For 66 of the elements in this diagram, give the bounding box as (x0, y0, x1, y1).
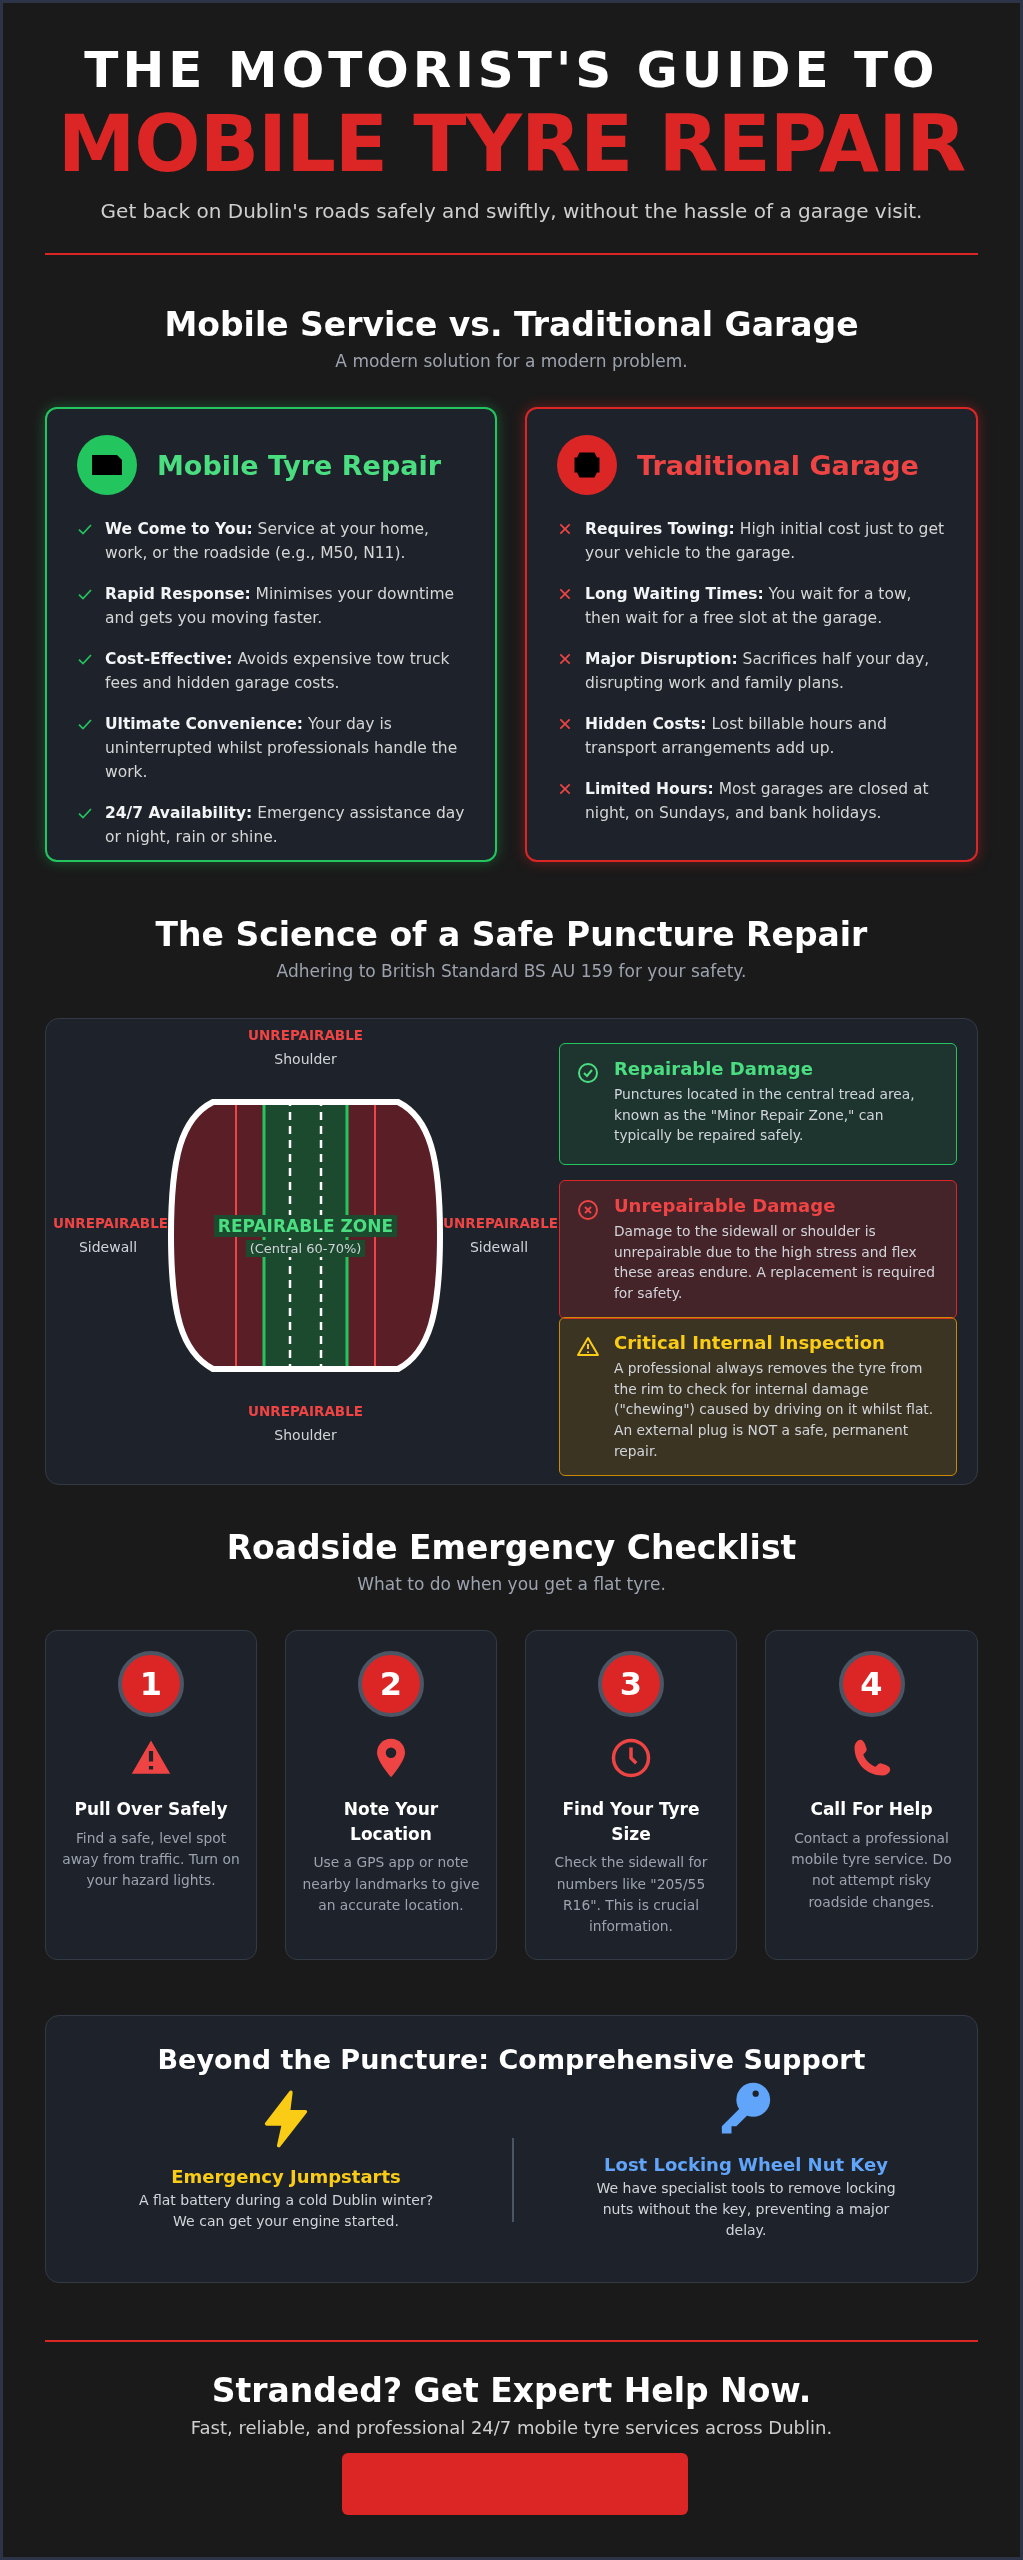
step-card (765, 1630, 978, 1960)
info-heading: Critical Internal Inspection (614, 1332, 886, 1353)
step-number: 2 (358, 1651, 424, 1717)
service-description: We have specialist tools to remove locking nuts without the key, preventing a major delay. (596, 2179, 896, 2240)
zone-warning-label: UNREPAIRABLE (443, 1215, 555, 1231)
feature-text: Long Waiting Times: You wait for a tow, then wait for a free slot at the garage. (585, 584, 913, 630)
comparison-card (525, 407, 978, 862)
cta-heading: Stranded? Get Expert Help Now. (210, 2371, 813, 2410)
feature-text: Rapid Response: Minimises your downtime and gets you moving faster. (105, 584, 456, 630)
service-description: A flat battery during a cold Dublin winter? We can get your engine started. (137, 2191, 435, 2231)
card-heading: Traditional Garage (637, 449, 919, 481)
panel-heading: Beyond the Puncture: Comprehensive Support (156, 2044, 867, 2075)
info-text: Damage to the sidewall or shoulder is unrepairable due to the high stress and flex these areas endure. A replacement is required for safety. (614, 1222, 936, 1304)
step-card (45, 1630, 257, 1960)
cta-button (342, 2453, 688, 2515)
zone-name: Shoulder (273, 1051, 338, 1067)
zone-warning-label: UNREPAIRABLE (247, 1027, 364, 1043)
zone-name: Sidewall (468, 1239, 530, 1255)
step-description: Find a safe, level spot away from traffic. Turn on your hazard lights. (62, 1828, 240, 1891)
step-title: Note Your Location (342, 1798, 440, 1846)
feature-text: Requires Towing: High initial cost just to get your vehicle to the garage. (585, 519, 946, 564)
cta-subtitle: Fast, reliable, and professional 24/7 mobile tyre services across Dublin. (189, 2417, 834, 2438)
section-heading: Roadside Emergency Checklist (225, 1528, 798, 1567)
step-card (285, 1630, 497, 1960)
step-description: Use a GPS app or note nearby landmarks to give an accurate location. (302, 1853, 480, 1916)
feature-text: Major Disruption: Sacrifices half your day, disrupting work and family plans. (585, 649, 931, 695)
service-title: Lost Locking Wheel Nut Key (604, 2154, 888, 2175)
step-description: Check the sidewall for numbers like "205/55 R16". This is crucial information. (553, 1853, 709, 1937)
info-box (559, 1317, 957, 1477)
step-card (525, 1630, 737, 1960)
card-heading: Mobile Tyre Repair (157, 449, 442, 481)
step-title: Find Your Tyre Size (561, 1798, 701, 1846)
step-description: Contact a professional mobile tyre service. Do not attempt risky roadside changes. (790, 1828, 953, 1912)
feature-text: We Come to You: Service at your home, work, or the roadside (e.g., M50, N11). (105, 519, 430, 564)
step-number: 1 (118, 1651, 184, 1717)
section-subtitle: A modern solution for a modern problem. (334, 351, 689, 371)
feature-text: Hidden Costs: Lost billable hours and transport arrangements add up. (585, 714, 888, 760)
feature-text: 24/7 Availability: Emergency assistance day or night, rain or shine. (105, 803, 465, 849)
info-heading: Repairable Damage (614, 1058, 814, 1079)
feature-text: Cost-Effective: Avoids expensive tow truck fees and hidden garage costs. (105, 649, 451, 695)
zone-name: Sidewall (77, 1239, 139, 1255)
section-subtitle: Adhering to British Standard BS AU 159 for your safety. (275, 961, 748, 981)
main-title: THE MOTORIST'S GUIDE TO (83, 41, 940, 99)
section-heading: Mobile Service vs. Traditional Garage (163, 305, 860, 344)
main-title-highlight: MOBILE TYRE REPAIR (56, 99, 967, 189)
support-panel (45, 2015, 978, 2283)
info-heading: Unrepairable Damage (614, 1195, 837, 1216)
info-text: A professional always removes the tyre from the rim to check for internal damage ("chewing") caused by driving on it whilst flat. An external plug is NOT a safe, permanent repair. (614, 1359, 935, 1461)
section-heading: The Science of a Safe Puncture Repair (154, 915, 869, 954)
subtitle: Get back on Dublin's roads safely and swiftly, without the hassle of a garage visit. (99, 199, 924, 223)
zone-warning-label: UNREPAIRABLE (247, 1403, 364, 1419)
info-text: Punctures located in the central tread area, known as the "Minor Repair Zone," can typically be repaired safely. (614, 1085, 916, 1146)
feature-text: Limited Hours: Most garages are closed at night, on Sundays, and bank holidays. (585, 779, 930, 825)
zone-label: REPAIRABLE ZONE (213, 1214, 398, 1237)
comparison-card (45, 407, 497, 862)
step-number: 3 (598, 1651, 664, 1717)
info-box (559, 1180, 957, 1319)
step-title: Pull Over Safely (74, 1798, 228, 1821)
step-number: 4 (838, 1651, 905, 1717)
section-subtitle: What to do when you get a flat tyre. (356, 1574, 667, 1594)
step-title: Call For Help (810, 1798, 933, 1821)
service-title: Emergency Jumpstarts (171, 2166, 401, 2187)
feature-text: Ultimate Convenience: Your day is uninterrupted whilst professionals handle the work. (105, 714, 459, 784)
info-box (559, 1043, 957, 1165)
tyre-tread-drawing (168, 1098, 443, 1373)
zone-name: Shoulder (273, 1427, 338, 1443)
